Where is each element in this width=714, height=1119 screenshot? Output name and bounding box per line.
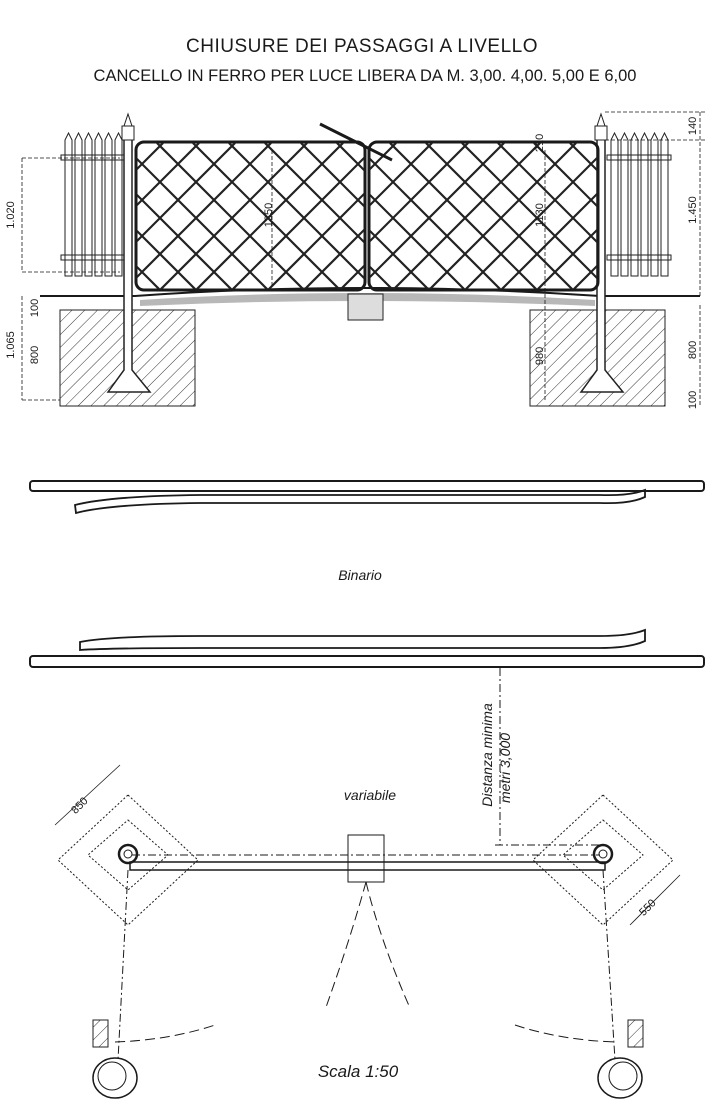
lattice-bar — [336, 143, 364, 172]
lattice-bar — [137, 143, 272, 279]
fence-rail — [606, 154, 672, 161]
left-swing-arc — [114, 1024, 216, 1043]
lattice-bar — [137, 265, 161, 289]
variable-label: variabile — [344, 787, 396, 803]
gate-leaf-right — [367, 140, 600, 292]
fence-picket — [64, 131, 73, 277]
lattice-bar — [370, 143, 505, 279]
lattice-bar — [267, 192, 364, 289]
gate-bar-plan — [129, 861, 606, 871]
right-pivot-icon — [592, 843, 614, 865]
lattice-bar — [339, 264, 364, 289]
dim-diag-left-line — [54, 764, 121, 826]
picket-fences — [60, 131, 672, 277]
lattice-bar — [370, 229, 430, 289]
dim-right-inner: 980 — [534, 347, 546, 365]
lattice-bar — [536, 228, 597, 289]
right-inner-diamond — [562, 819, 644, 891]
lattice-bar — [370, 143, 433, 207]
lattice-bar — [569, 143, 597, 172]
dim-left-top: 100 — [29, 299, 41, 317]
left-pivot-icon — [117, 843, 139, 865]
rail-lower — [29, 655, 705, 668]
lattice-bar — [533, 143, 597, 208]
gate-leaf-left — [134, 140, 367, 292]
guard-rail-lower — [79, 628, 646, 651]
lattice-bar — [370, 143, 469, 243]
lattice-bar — [137, 143, 164, 171]
lattice-bar — [464, 156, 597, 289]
lattice-bar — [137, 143, 200, 207]
left-post — [106, 112, 152, 393]
fence-rail — [606, 254, 672, 261]
dim-left-total: 1.065 — [5, 331, 17, 359]
fence-picket — [610, 131, 619, 277]
dimension-lines — [21, 111, 705, 406]
dim-left-foundation: 800 — [29, 346, 41, 364]
gate-plan: Distanza minima metri 3,000 variabile 85… — [54, 668, 681, 1099]
right-wheel-icon — [597, 1057, 643, 1099]
fence-picket — [84, 131, 93, 277]
lattice-bar — [392, 143, 541, 289]
fence-picket — [74, 131, 83, 277]
fence-picket — [620, 131, 629, 277]
lattice-bar — [370, 143, 397, 171]
subtitle: CANCELLO IN FERRO PER LUCE LIBERA DA M. … — [94, 67, 637, 85]
min-distance-value: metri 3,000 — [497, 733, 513, 803]
min-distance-label: Distanza minima — [479, 703, 495, 807]
dim-right-base: 100 — [687, 391, 699, 409]
fence-picket — [650, 131, 659, 277]
right-swing-axis — [602, 869, 616, 1061]
dim-right-leaf-height: 1130 — [534, 203, 546, 227]
dim-right-foundation: 800 — [687, 341, 699, 359]
left-swing-axis — [117, 869, 129, 1061]
right-pivot-center — [598, 849, 608, 859]
fence-picket — [640, 131, 649, 277]
left-stop-post — [92, 1019, 109, 1048]
right-stop-post — [627, 1019, 644, 1048]
guard-rail-upper — [74, 488, 646, 515]
left-inner-diamond — [87, 819, 169, 891]
dim-right-cap: 140 — [687, 117, 699, 135]
lattice-bar — [137, 143, 236, 243]
title: CHIUSURE DEI PASSAGGI A LIVELLO — [186, 36, 538, 57]
fence-picket — [660, 131, 669, 277]
dim-right-post-height: 1.450 — [687, 196, 699, 224]
scale-label: Scala 1:50 — [318, 1062, 399, 1081]
left-pivot-center — [123, 849, 133, 859]
right-post — [579, 112, 625, 393]
lattice-bar — [303, 228, 364, 289]
center-box-plan — [347, 834, 385, 883]
track-label: Binario — [338, 567, 382, 583]
lattice-bar — [195, 143, 344, 289]
dim-left-leaf-height: 1350 — [263, 203, 275, 227]
dim-left-fence-height: 1.020 — [5, 201, 17, 229]
lattice-bar — [572, 264, 597, 289]
lattice-bar — [500, 192, 597, 289]
gate-elevation: 1.020 1.065 100 800 1350 1130 210 140 1.… — [5, 111, 705, 409]
fence-picket — [104, 131, 113, 277]
latch-lever — [319, 122, 393, 162]
lattice-bar — [137, 229, 197, 289]
center-stop-block — [347, 293, 384, 321]
lattice-bar — [428, 143, 577, 289]
dim-diag-left: 850 — [69, 795, 90, 816]
lattice-bar — [370, 265, 394, 289]
lattice-bar — [159, 143, 308, 289]
dim-right-top-offset: 210 — [534, 134, 546, 152]
dim-diag-right: 550 — [637, 897, 658, 918]
lattice-bar — [300, 143, 364, 208]
right-swing-arc — [514, 1024, 616, 1043]
rail-upper — [29, 480, 705, 492]
center-swing-arc-right — [365, 881, 411, 1009]
fence-picket — [630, 131, 639, 277]
track-plan: Binario — [29, 480, 705, 668]
fence-picket — [114, 131, 123, 277]
lattice-bar — [231, 156, 364, 289]
center-swing-arc-left — [324, 881, 367, 1011]
dim-diag-right-line — [629, 874, 681, 926]
fence-picket — [94, 131, 103, 277]
left-wheel-icon — [92, 1057, 138, 1099]
